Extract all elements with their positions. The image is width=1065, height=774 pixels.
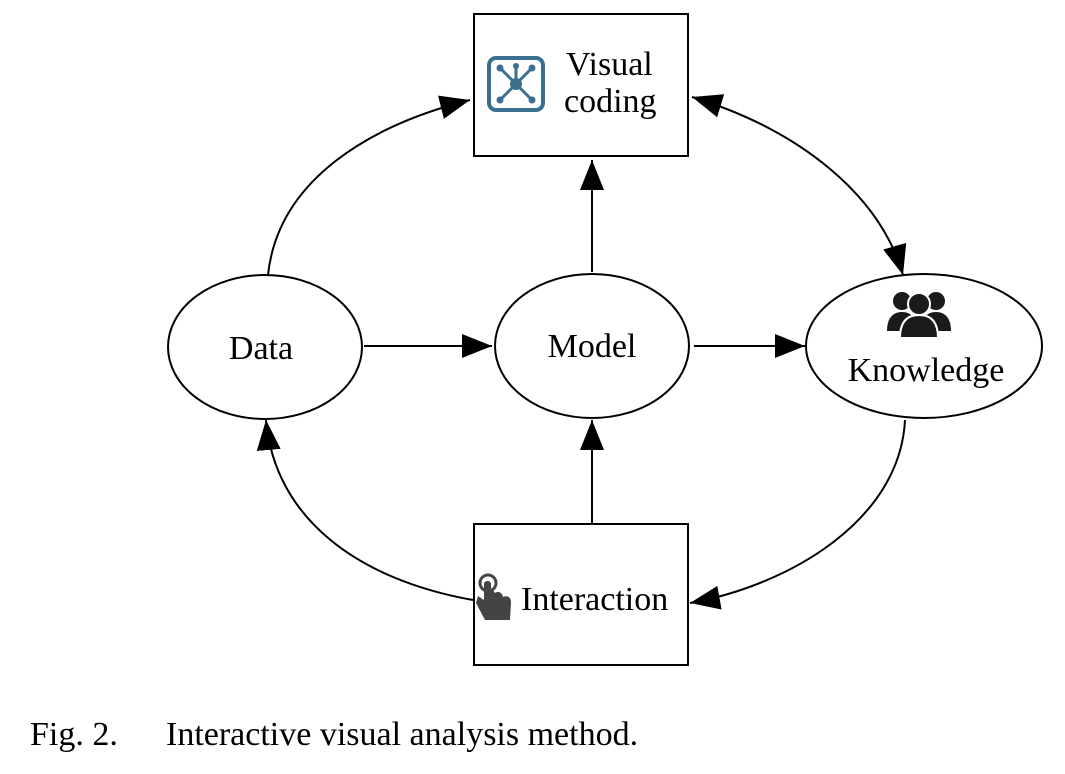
node-knowledge: Knowledge [805,273,1043,419]
node-model: Model [494,273,690,419]
data-label: Data [229,330,293,367]
network-graph-icon [487,56,545,112]
figure-number: Fig. 2. [30,716,118,753]
flow-diagram: Visual coding Data Model Knowledge Inter… [167,13,1043,666]
visual-coding-label-line1: Visual [566,46,653,83]
node-interaction: Interaction [473,523,689,666]
edge-data-to-visual-coding [267,95,471,276]
edge-knowledge-to-interaction [689,419,906,610]
edge-interaction-to-data [256,419,474,601]
node-data: Data [167,274,363,420]
edge-visual-coding-knowledge [691,94,907,276]
node-visual-coding: Visual coding [473,13,689,157]
pointing-hand-icon [476,573,511,620]
model-label: Model [548,328,637,365]
interaction-label: Interaction [521,581,668,618]
visual-coding-label-line2: coding [564,83,657,120]
users-group-icon [887,292,951,339]
knowledge-label: Knowledge [848,352,1005,389]
figure-caption-text: Interactive visual analysis method. [166,716,639,753]
figure-caption: Fig. 2. Interactive visual analysis metho… [30,716,638,754]
